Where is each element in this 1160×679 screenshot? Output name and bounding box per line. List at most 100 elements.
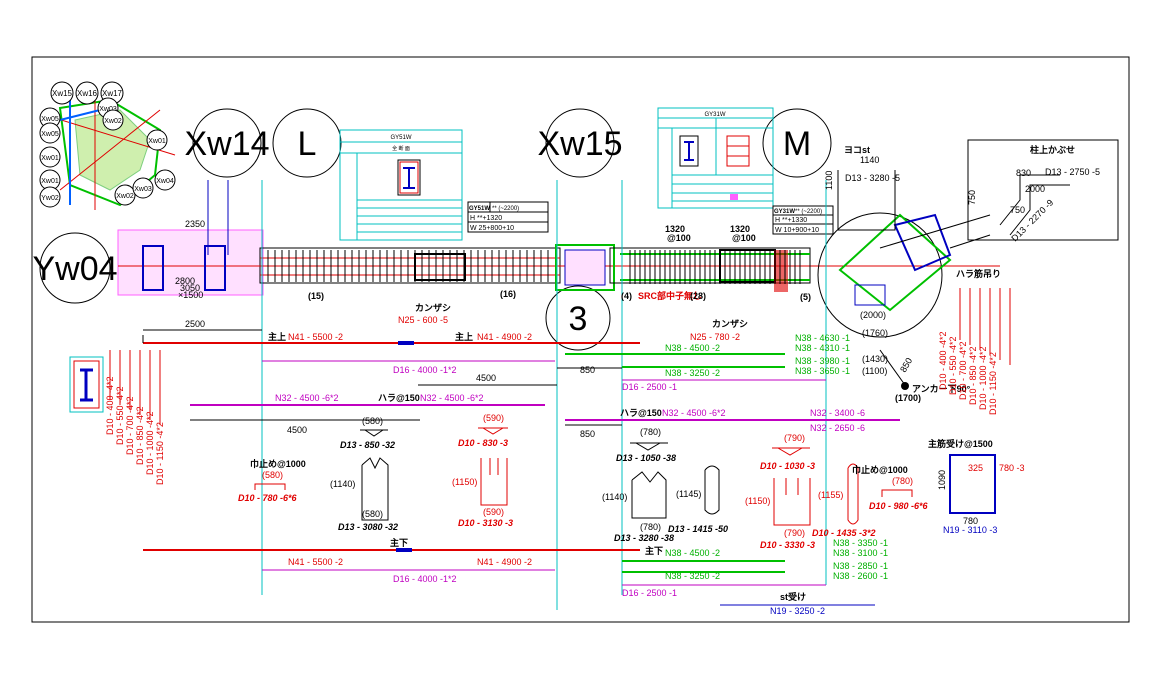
rebar-n41-4900a: N41 - 4900 -2 — [477, 332, 532, 342]
rebar-n19-3110: N19 - 3110 -3 — [943, 525, 997, 535]
key-label: Xw01 — [148, 138, 166, 145]
rebar-n38-3980: N38 - 3980 -1 — [795, 356, 850, 366]
list-item: D10 - 1150 -4*2 — [155, 422, 165, 485]
key-label: Xw16 — [77, 89, 98, 98]
bend-780c: (780) — [892, 476, 913, 486]
rebar-780-3: 780 -3 — [999, 463, 1025, 473]
yoko-st: ヨコst 1140 1100 D13 - 3280 -5 750 — [824, 145, 977, 231]
pos-16: (16) — [500, 289, 516, 299]
grid-xw14: Xw14 — [184, 125, 269, 163]
grid-yw04: Yw04 — [32, 250, 117, 288]
dim-3050: 3050 — [180, 283, 200, 293]
rebar-325: 325 — [968, 463, 983, 473]
key-label: Xw05 — [41, 131, 59, 138]
list-item: D10 - 400 -4*2 — [938, 331, 948, 390]
bend-590a: (590) — [483, 413, 504, 423]
section-spec-gy31w: GY31W ** (~2200) H **+1330 W 10+900+10 — [772, 205, 834, 235]
label-stuke: st受け — [780, 591, 806, 602]
key-label: Xw05 — [41, 116, 59, 123]
bend-580a: (580) — [362, 416, 383, 426]
bend-780a: (780) — [640, 427, 661, 437]
key-label: Xw04 — [156, 178, 174, 185]
key-label: Xw01 — [41, 178, 59, 185]
grid-l: L — [298, 125, 317, 163]
rebar-d10-830: D10 - 830 -3 — [458, 438, 508, 448]
rebar-n38-3350: N38 - 3350 -1 — [833, 538, 888, 548]
label-hara150b: ハラ@150 — [620, 408, 662, 418]
section-table-gy51w: GY51W 全 断 面 — [339, 129, 463, 241]
rebar-n38-4310: N38 - 4310 -1 — [795, 343, 850, 353]
dim-780: 780 — [963, 516, 978, 526]
dim-1320b: 1320 — [730, 224, 750, 234]
bend-790a: (790) — [784, 433, 805, 443]
spec-h: H **+1330 — [775, 217, 807, 224]
label-shukin: 主筋受け@1500 — [928, 438, 993, 449]
spec-w: W 10+900+10 — [775, 227, 819, 234]
label-shujo1: 主上 — [268, 331, 286, 342]
bend-580c: (580) — [262, 470, 283, 480]
rebar-lines: 2500 主上 N41 - 5500 -2 主上 N41 - 4900 -2 カ… — [142, 303, 900, 616]
pos-5: (5) — [800, 292, 811, 302]
beam-ticks — [267, 250, 801, 284]
rebar-n38-3250a: N38 - 3250 -2 — [665, 368, 720, 378]
list-item: D10 - 550 -4*2 — [115, 386, 125, 445]
rebar-n41-4900b: N41 - 4900 -2 — [477, 557, 532, 567]
rebar-n25-600: N25 - 600 -5 — [398, 315, 448, 325]
rebar-n25-780: N25 - 780 -2 — [690, 332, 740, 342]
rebar-d16-4000a: D16 - 4000 -1*2 — [393, 365, 457, 375]
rebar-d13-3080: D13 - 3080 -32 — [338, 522, 398, 532]
dim-2500: 2500 — [185, 319, 205, 329]
bend-1150b: (1150) — [745, 496, 770, 506]
dim-2800: 2800 — [175, 276, 195, 286]
dim-2350: 2350 — [185, 219, 205, 229]
key-label: Xw03 — [134, 186, 152, 193]
list-item: D10 - 850 -4*2 — [135, 406, 145, 465]
list-item: D10 - 1000 -4*2 — [978, 346, 988, 410]
rebar-n32-4500a: N32 - 4500 -6*2 — [275, 393, 339, 403]
pos-15: (15) — [308, 291, 324, 301]
rebar-d16-2500b: D16 - 2500 -1 — [622, 588, 677, 598]
label-kanzashi1: カンザシ — [415, 303, 451, 313]
dim-4500a: 4500 — [476, 373, 496, 383]
bend-1140a: (1140) — [330, 479, 355, 489]
rebar-n38-4630: N38 - 4630 -1 — [795, 333, 850, 343]
rebar-n32-3400: N32 - 3400 -6 — [810, 408, 865, 418]
rebar-n19-3250: N19 - 3250 -2 — [770, 606, 825, 616]
key-label: Xw01 — [41, 155, 59, 162]
label-anchor: アンカー下90° — [912, 384, 971, 394]
dim-4500b: 4500 — [287, 425, 307, 435]
spec-h: H **+1320 — [470, 215, 502, 222]
table-sub: 全 断 面 — [392, 145, 410, 152]
spec-w: W 25+800+10 — [470, 225, 514, 232]
rebar-d10-1030: D10 - 1030 -3 — [760, 461, 815, 471]
grid-bubbles: Yw04 Xw14 L Xw15 M 3 — [32, 108, 832, 351]
rebar-n41-5500a: N41 - 5500 -2 — [288, 332, 343, 342]
rebar-n32-4500b: N32 - 4500 -6*2 — [420, 393, 484, 403]
label-yokost: ヨコst — [844, 145, 870, 155]
dim-1760: (1760) — [862, 328, 888, 338]
pos-28: (28) — [690, 291, 706, 301]
dim-100b: @100 — [732, 233, 756, 243]
dim-1090: 1090 — [937, 470, 947, 490]
dim-850a: 850 — [580, 365, 595, 375]
label-shujo2: 主上 — [455, 331, 473, 342]
rebar-d13-2750: D13 - 2750 -5 — [1045, 167, 1100, 177]
rebar-n38-4500a: N38 - 4500 -2 — [665, 343, 720, 353]
spec-id: GY31W — [774, 209, 795, 215]
dim-750: 750 — [1010, 205, 1025, 215]
spec-id: GY51W — [469, 206, 490, 212]
label-hara150a: ハラ@150 — [378, 393, 420, 403]
list-item: D10 - 1000 -4*2 — [145, 411, 155, 475]
spec-range: ** (~2200) — [492, 206, 519, 212]
bend-580b: (580) — [362, 509, 383, 519]
bend-780b: (780) — [640, 522, 661, 532]
rebar-n38-3250b: N38 - 3250 -2 — [665, 571, 720, 581]
grid-xw15: Xw15 — [537, 125, 622, 163]
rebar-n38-4500b: N38 - 4500 -2 — [665, 548, 720, 558]
key-label: Xw03 — [99, 106, 117, 113]
rebar-n38-3100: N38 - 3100 -1 — [833, 548, 888, 558]
dim-1140: 1140 — [860, 155, 879, 165]
main-rebar-receiver: 主筋受け@1500 325 780 -3 1090 780 N19 - 3110… — [928, 438, 1025, 535]
right-d10-list: D10 - 400 -4*2 D10 - 550 -4*2 D10 - 700 … — [938, 288, 1011, 415]
rebar-d13-1415: D13 - 1415 -50 — [668, 524, 728, 534]
